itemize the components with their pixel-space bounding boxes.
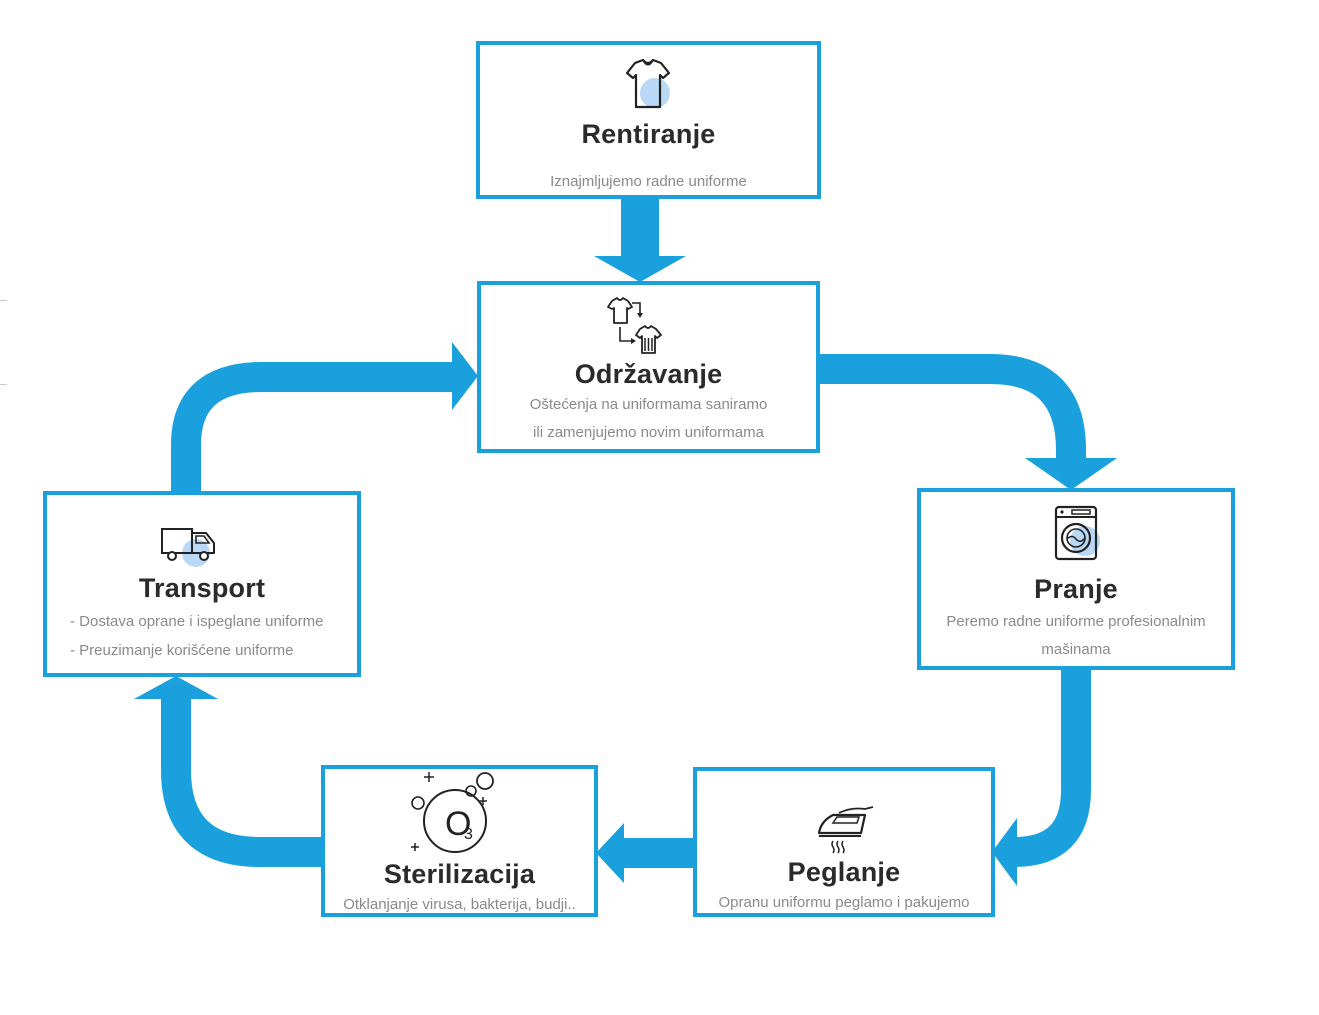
node-sterilizacija: O 3 Sterilizacija Otklanjanje virusa, ba…	[321, 765, 598, 917]
node-rentiranje: Rentiranje Iznajmljujemo radne uniforme	[476, 41, 821, 199]
arrow-pranje-to-peglanje	[992, 668, 1091, 886]
tshirt-icon	[621, 57, 675, 111]
node-title: Transport	[138, 573, 266, 603]
shirt-exchange-icon	[604, 293, 666, 355]
arrow-peglanje-to-sterilizacija	[596, 823, 694, 883]
edge-divider	[0, 300, 7, 301]
node-transport: Transport - Dostava oprane i ispeglane u…	[43, 491, 361, 677]
arrow-transport-to-odrzavanje	[171, 342, 478, 492]
node-description: Opranu uniformu peglamo i pakujemo	[718, 894, 970, 911]
node-title: Održavanje	[574, 359, 723, 389]
delivery-truck-icon	[160, 525, 220, 573]
node-description: Iznajmljujemo radne uniforme	[550, 173, 747, 190]
node-description: mašinama	[1041, 641, 1111, 658]
node-description: Peremo radne uniforme profesionalnim	[946, 613, 1206, 630]
node-description: - Dostava oprane i ispeglane uniforme	[70, 613, 324, 630]
arrow-sterilizacija-to-transport	[134, 676, 322, 867]
node-title: Rentiranje	[581, 119, 716, 149]
node-odrzavanje: Održavanje Oštećenja na uniformama sanir…	[477, 281, 820, 453]
ozone-symbol: O	[445, 805, 471, 843]
node-peglanje: Peglanje Opranu uniformu peglamo i pakuj…	[693, 767, 995, 917]
ozone-subscript: 3	[464, 826, 473, 843]
node-title: Sterilizacija	[383, 859, 536, 889]
node-title: Peglanje	[787, 857, 901, 887]
ozone-icon: O 3	[405, 769, 497, 857]
node-description: Otklanjanje virusa, bakterija, budji..	[343, 896, 576, 913]
arrow-rentiranje-to-odrzavanje	[594, 197, 686, 282]
node-description: - Preuzimanje korišćene uniforme	[70, 642, 294, 659]
node-pranje: Pranje Peremo radne uniforme profesional…	[917, 488, 1235, 670]
arrow-odrzavanje-to-pranje	[818, 354, 1117, 490]
edge-divider	[0, 384, 7, 385]
node-description: ili zamenjujemo novim uniformama	[533, 424, 764, 441]
iron-icon	[815, 803, 875, 855]
node-description: Oštećenja na uniformama saniramo	[529, 396, 768, 413]
node-title: Pranje	[1034, 574, 1118, 604]
washing-machine-icon	[1052, 505, 1106, 563]
